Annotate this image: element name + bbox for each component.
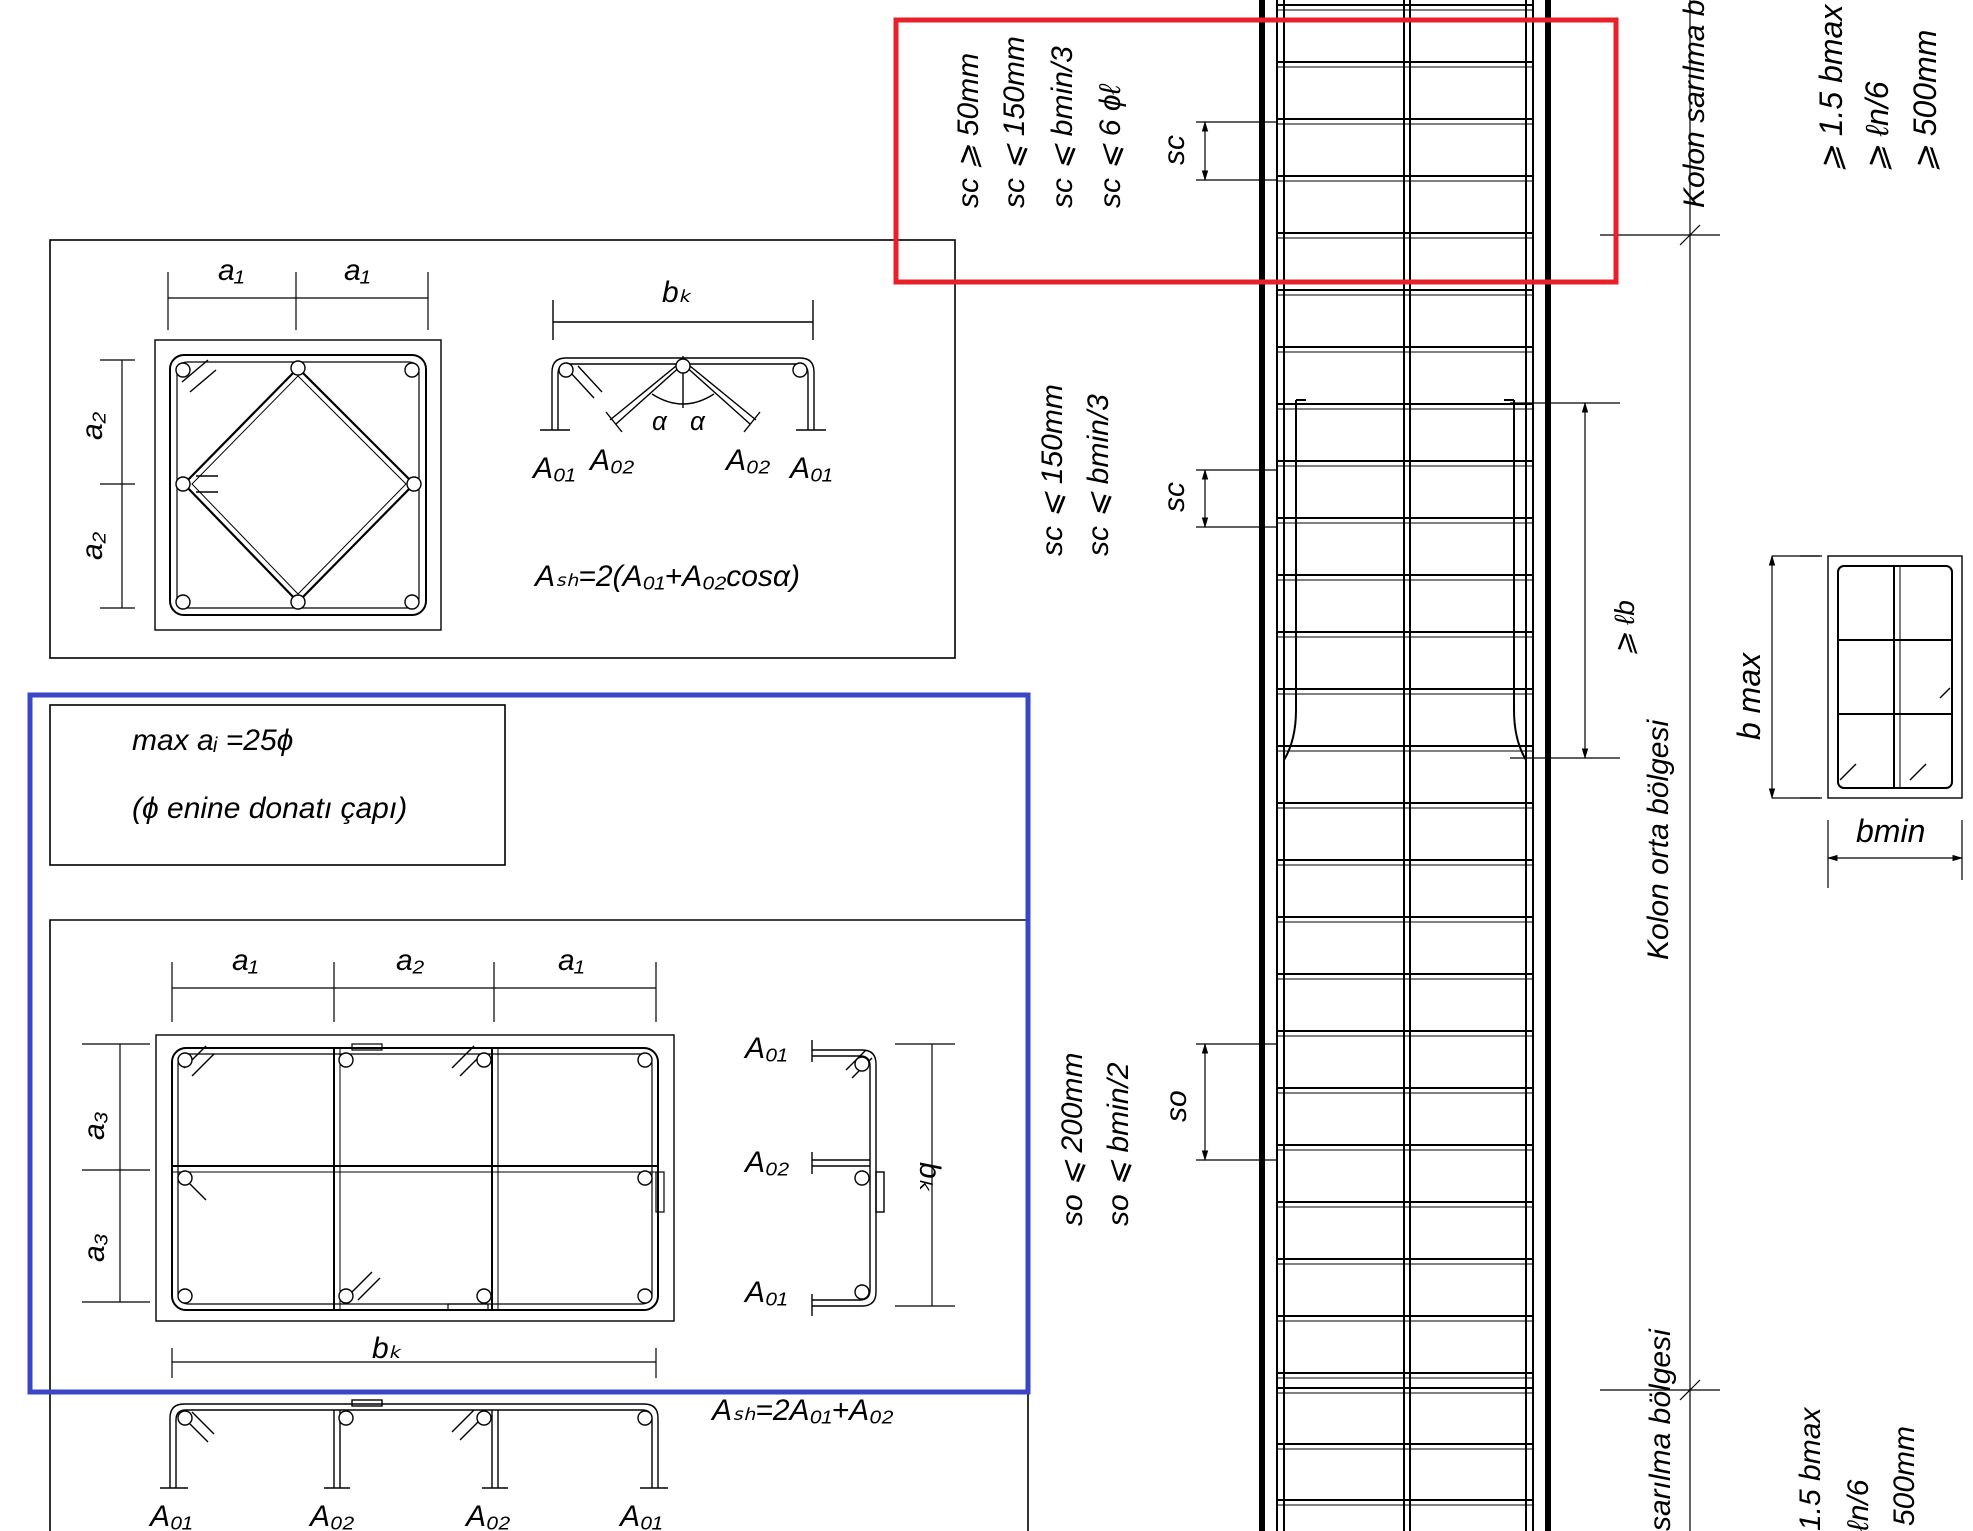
bottom-detail-panel: a₁ a₂ a₁ a₃ a₃ bₖ bₖ A₀₁ A₀₂ A₀₁ Aₛₕ=2A₀… [49,919,1029,1531]
dim-a2-top: a₂ [76,411,109,440]
top-rule-4: sc ⩽ 6 ϕℓ [1094,83,1127,208]
square-section [154,339,442,631]
lower-rule-1: so ⩽ 200mm [1056,1052,1089,1226]
top-rule-3: sc ⩽ bmin/3 [1046,46,1079,208]
column-ties [1277,4,1533,1506]
top-formula: Aₛₕ=2(A₀₁+A₀₂cosα) [533,560,800,593]
bottom-dims [82,962,955,1378]
label-a01-left: A₀₁ [531,452,575,485]
zone-top-label: Kolon sarılma bölgesi [1678,0,1711,208]
rect-section [155,1034,675,1322]
spacing-dims [1196,0,1720,1531]
b-min-label: bmin [1856,813,1925,849]
notes-panel: max aᵢ =25ϕ (ϕ enine donatı çapı) [49,704,506,866]
top-rule-2: sc ⩽ 150mm [998,36,1031,208]
hook-label-2: A₀₂ [308,1500,355,1531]
right-top-2: ⩾ ℓn/6 [1859,81,1895,172]
dim-a1-right: a₁ [344,254,370,287]
square-section-bars [175,360,422,610]
longitudinal-bars [1276,0,1534,1531]
hook-strip-bottom [160,1399,668,1489]
section-detail: b max bmin [1731,554,1964,888]
right-bottom-3: 500mm [1888,1426,1921,1526]
rect-section-bars [177,1052,653,1304]
label-a01-right: A₀₁ [788,452,832,485]
angle-right: α [690,406,706,436]
hook-label-3: A₀₂ [464,1500,511,1531]
label-a01-bottom: A₀₁ [743,1276,787,1309]
b-max-label: b max [1731,652,1767,740]
column-elevation: sc sc so ⩾ ℓb sc ⩾ 50mm sc ⩽ 150mm sc ⩽ … [952,0,1943,1531]
middle-rule-1: sc ⩽ 150mm [1036,384,1069,556]
lap-length-label: ⩾ ℓb [1609,600,1640,656]
dim-bk-bottom: bₖ [372,1332,402,1365]
right-top-1: ⩾ 1.5 bmax [1813,4,1849,172]
dim-bk-top: bₖ [662,276,692,309]
highlight-blue-box [27,692,1031,1395]
lower-rule-2: so ⩽ bmin/2 [1102,1062,1135,1226]
dim-a1-right-bottom: a₁ [558,944,584,977]
bottom-formula: Aₛₕ=2A₀₁+A₀₂ [710,1394,894,1427]
zone-bottom-label: sarılma bölgesi [1644,1328,1677,1531]
label-a02-left: A₀₂ [588,444,635,477]
right-bottom-1: 1.5 bmax [1794,1407,1827,1531]
hook-detail-right [811,1040,885,1316]
hook-strip-bars [177,1410,653,1426]
middle-rule-2: sc ⩽ bmin/3 [1082,394,1115,556]
lap-splice [1283,399,1527,800]
hook-label-4: A₀₁ [618,1500,662,1531]
hook-detail-right-bars [854,1056,870,1300]
dim-a3-top: a₃ [78,1111,111,1140]
hook-detail-top [540,300,826,433]
angle-left: α [652,406,668,436]
dim-a1-left-bottom: a₁ [232,944,258,977]
right-bottom-2: ℓn/6 [1842,1479,1875,1531]
dim-bk-right: bₖ [913,1162,946,1192]
dim-a2-bottom: a₂ [76,531,109,560]
top-spacing-label: sc [1158,135,1191,165]
dim-a3-bottom: a₃ [78,1233,111,1262]
hook-label-1: A₀₁ [148,1500,192,1531]
dim-a2-bottom: a₂ [396,944,425,977]
dim-a1-left: a₁ [218,254,244,287]
top-rule-1: sc ⩾ 50mm [952,53,985,208]
highlight-red-box [893,17,1619,285]
zone-middle-label: Kolon orta bölgesi [1642,719,1675,960]
note-max-spacing: max aᵢ =25ϕ [132,724,293,757]
hook-detail-top-bars [558,358,808,378]
top-detail-panel: a₁ a₁ a₂ a₂ bₖ α α A [49,239,956,659]
note-diameter: (ϕ enine donatı çapı) [132,792,407,825]
label-a02-mid: A₀₂ [743,1146,790,1179]
right-top-3: ⩾ 500mm [1907,30,1943,172]
label-a01-top: A₀₁ [743,1032,787,1065]
top-dims [100,272,429,609]
lower-spacing-label: so [1160,1090,1193,1122]
middle-spacing-label: sc [1158,482,1191,512]
label-a02-right: A₀₂ [724,444,771,477]
